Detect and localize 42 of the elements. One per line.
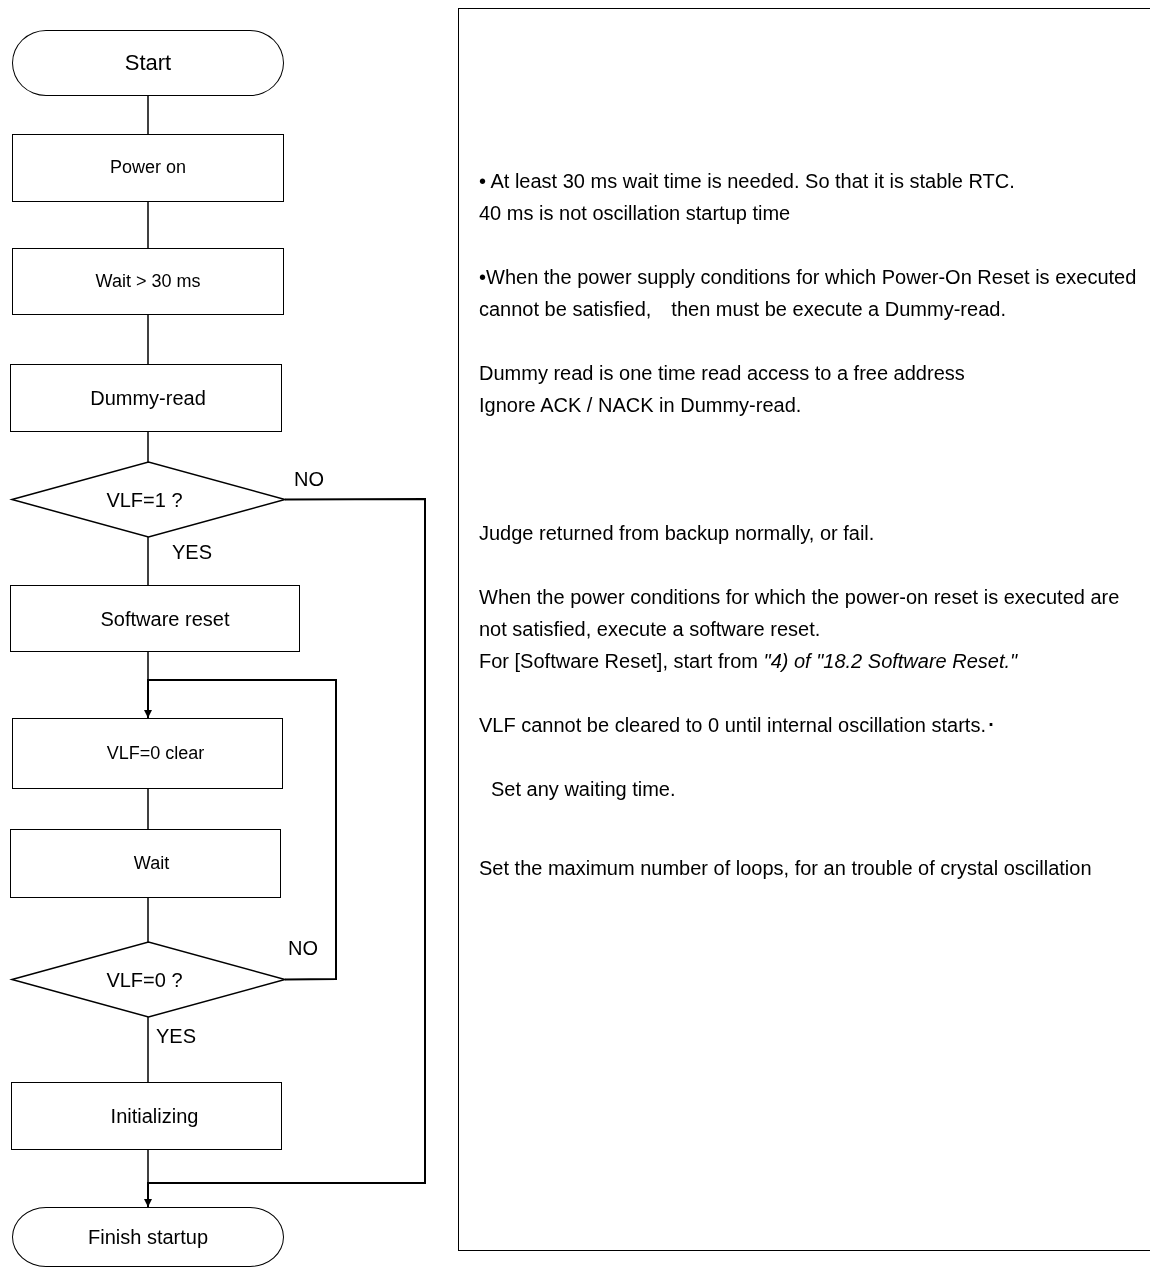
process-box (10, 829, 281, 898)
connector-line (147, 314, 149, 365)
step-label: Wait (133, 852, 170, 875)
note-panel (458, 8, 1150, 1251)
note-text: Dummy read is one time read access to a free address (479, 361, 966, 386)
connector-line (147, 201, 149, 249)
arrow (144, 679, 337, 981)
connector-line (147, 897, 149, 943)
step-label: Software reset (100, 606, 230, 631)
connector-line (147, 95, 149, 135)
note-text: • At least 30 ms wait time is needed. So that it is stable RTC. (479, 169, 1016, 194)
note-text: For [Software Reset], start from "4) of "18.2 Software Reset." (479, 649, 1019, 674)
process-box (12, 248, 284, 315)
note-text: Judge returned from backup normally, or fail. (479, 521, 876, 546)
step-label: Start (124, 49, 172, 77)
process-box (10, 585, 300, 652)
step-label: Wait > 30 ms (95, 270, 201, 293)
decision-diamond (12, 942, 285, 1017)
connector-line (147, 1016, 149, 1083)
connector-line (147, 788, 149, 830)
note-text: VLF cannot be cleared to 0 until internal oscillation starts.･ (479, 713, 997, 738)
process-box (12, 134, 284, 202)
note-text: •When the power supply conditions for which Power-On Reset is executed cannot be satisfied, then must be execute a Dummy-read. (479, 265, 1138, 322)
note-text: Ignore ACK / NACK in Dummy-read. (479, 393, 803, 418)
decision-diamond (12, 462, 285, 537)
connector-line (147, 1149, 149, 1208)
step-label: Finish startup (87, 1225, 209, 1249)
process-box (11, 1082, 282, 1150)
step-label: VLF=0 ? (106, 967, 183, 992)
step-label: VLF=1 ? (106, 487, 183, 512)
step-label: VLF=0 clear (106, 742, 205, 765)
process-box (12, 718, 283, 789)
process-box (10, 364, 282, 432)
step-label: Initializing (110, 1104, 199, 1128)
note-text: 40 ms is not oscillation startup time (479, 201, 792, 226)
connector-line (147, 536, 149, 586)
step-label: Dummy-read (90, 386, 206, 410)
step-label: Power on (109, 157, 186, 179)
note-text: When the power conditions for which the power-on reset is executed are not satisfied, execute a software reset. (479, 585, 1121, 642)
note-text: Set the maximum number of loops, for an trouble of crystal oscillation (479, 856, 1093, 881)
note-text: Set any waiting time. (490, 777, 677, 802)
connector-line (147, 431, 149, 463)
